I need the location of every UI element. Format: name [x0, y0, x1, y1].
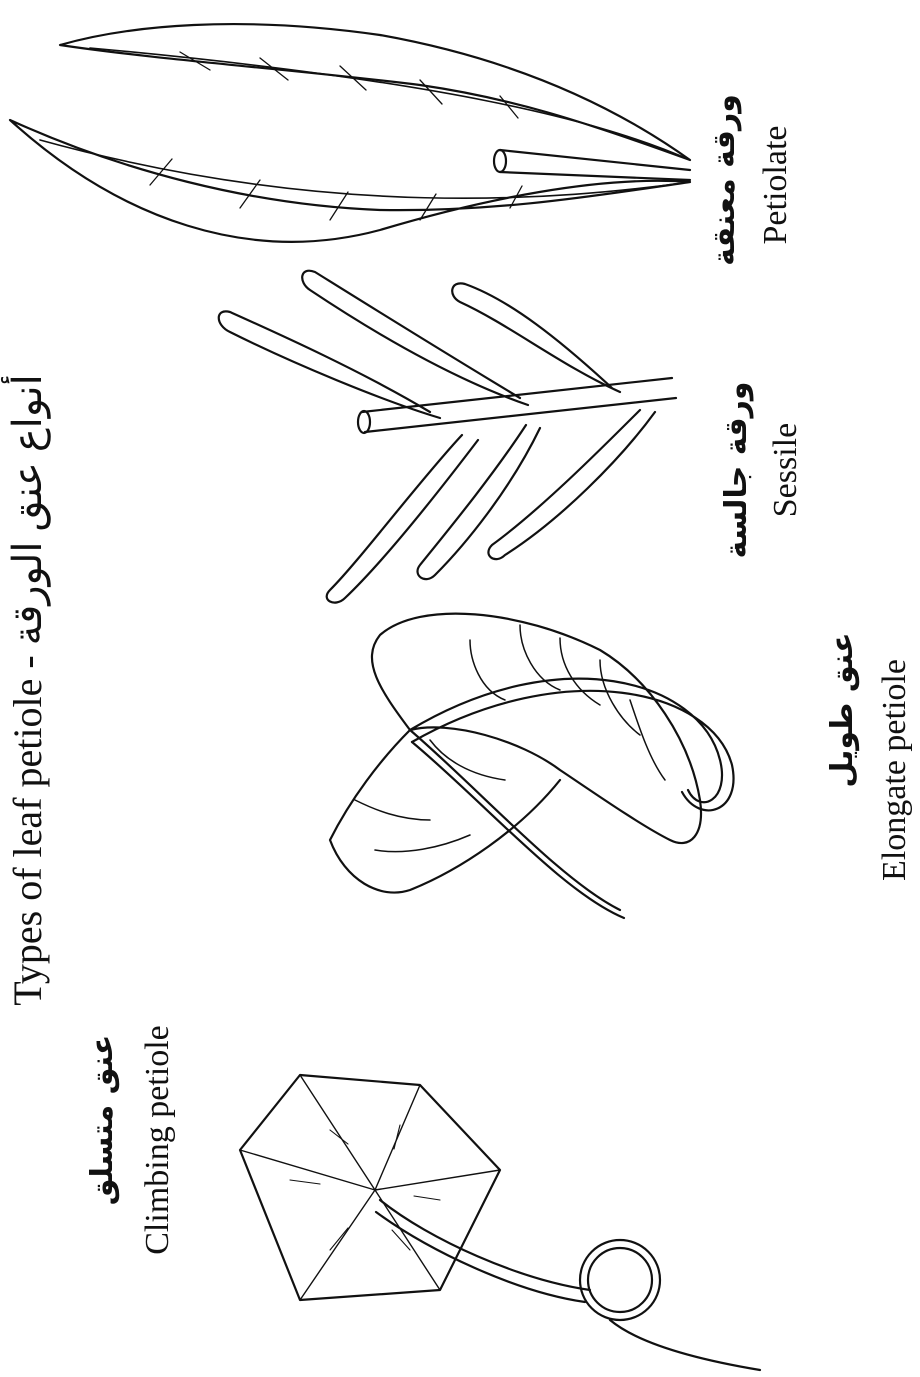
- climbing-petiole-drawing: [240, 1075, 760, 1370]
- climbing-label-en: Climbing petiole: [141, 1025, 175, 1254]
- climbing-label-ar: عنق متسلق: [88, 1035, 118, 1206]
- sessile-label-en: Sessile: [769, 423, 803, 517]
- sessile-label-ar: ورقة جالسة: [722, 381, 752, 558]
- petiolate-label-en: Petiolate: [759, 126, 793, 245]
- sessile-leaf-drawing: [219, 271, 676, 603]
- figure-title: Types of leaf petiole - أنواع عنق الورقة: [8, 374, 48, 1005]
- elongate-label-en: Elongate petiole: [878, 659, 912, 881]
- petiolate-leaf-drawing: [10, 24, 690, 242]
- elongate-label-ar: عنق طويل: [828, 632, 858, 787]
- petiolate-label-ar: ورقة معنقة: [710, 94, 740, 266]
- elongate-petiole-drawing: [330, 614, 734, 918]
